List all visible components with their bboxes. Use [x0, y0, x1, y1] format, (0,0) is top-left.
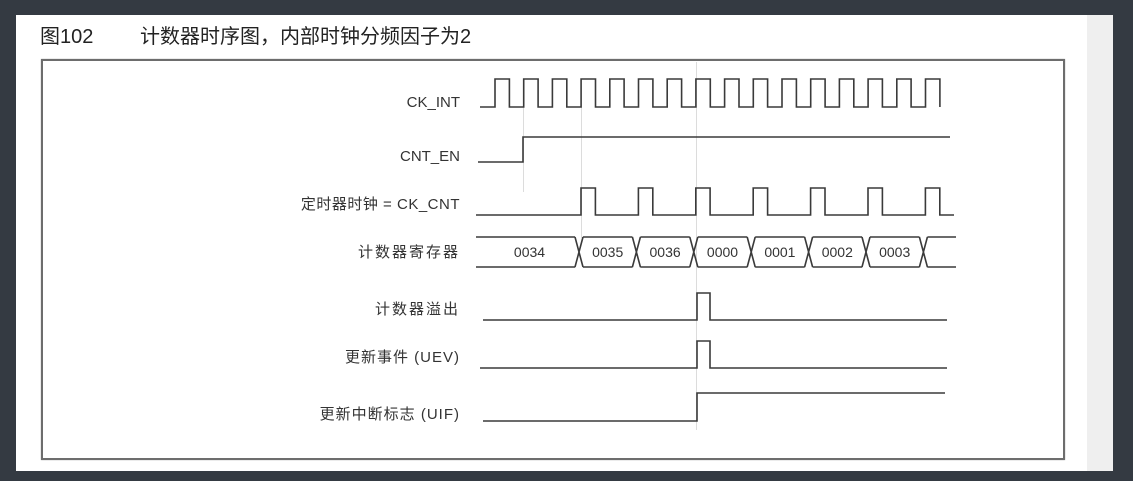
figure-title: 计数器时序图，内部时钟分频因子为2 — [140, 26, 472, 48]
counter-value: 0001 — [764, 244, 795, 260]
counter-value: 0034 — [514, 244, 545, 260]
label-counter-overflow: 计数器溢出 — [374, 301, 460, 318]
waveform-ck-int — [480, 78, 941, 108]
waveform-ck-cnt — [476, 187, 954, 216]
waveform-counter-bus — [476, 236, 956, 268]
counter-value: 0036 — [650, 244, 681, 260]
label-ck-int: CK_INT — [406, 94, 460, 111]
label-ck-cnt: 定时器时钟 = CK_CNT — [300, 196, 460, 213]
figure-caption: 图102 计数器时序图，内部时钟分频因子为2 — [40, 24, 471, 50]
waveform-cnt-en — [478, 136, 950, 163]
figure-number: 图102 — [40, 26, 94, 48]
waveform-uif — [483, 392, 945, 422]
label-cnt-en: CNT_EN — [399, 148, 460, 165]
counter-value: 0002 — [822, 244, 853, 260]
label-uev: 更新事件 (UEV) — [344, 349, 460, 366]
waveform-counter-overflow — [483, 292, 947, 321]
counter-values: 0034 0035 0036 0000 0001 0002 0003 — [514, 244, 911, 260]
counter-value: 0003 — [879, 244, 910, 260]
waveform-uev — [480, 340, 947, 369]
label-uif: 更新中断标志 (UIF) — [319, 406, 460, 423]
label-counter-register: 计数器寄存器 — [357, 244, 460, 261]
counter-value: 0000 — [707, 244, 738, 260]
counter-value: 0035 — [592, 244, 623, 260]
